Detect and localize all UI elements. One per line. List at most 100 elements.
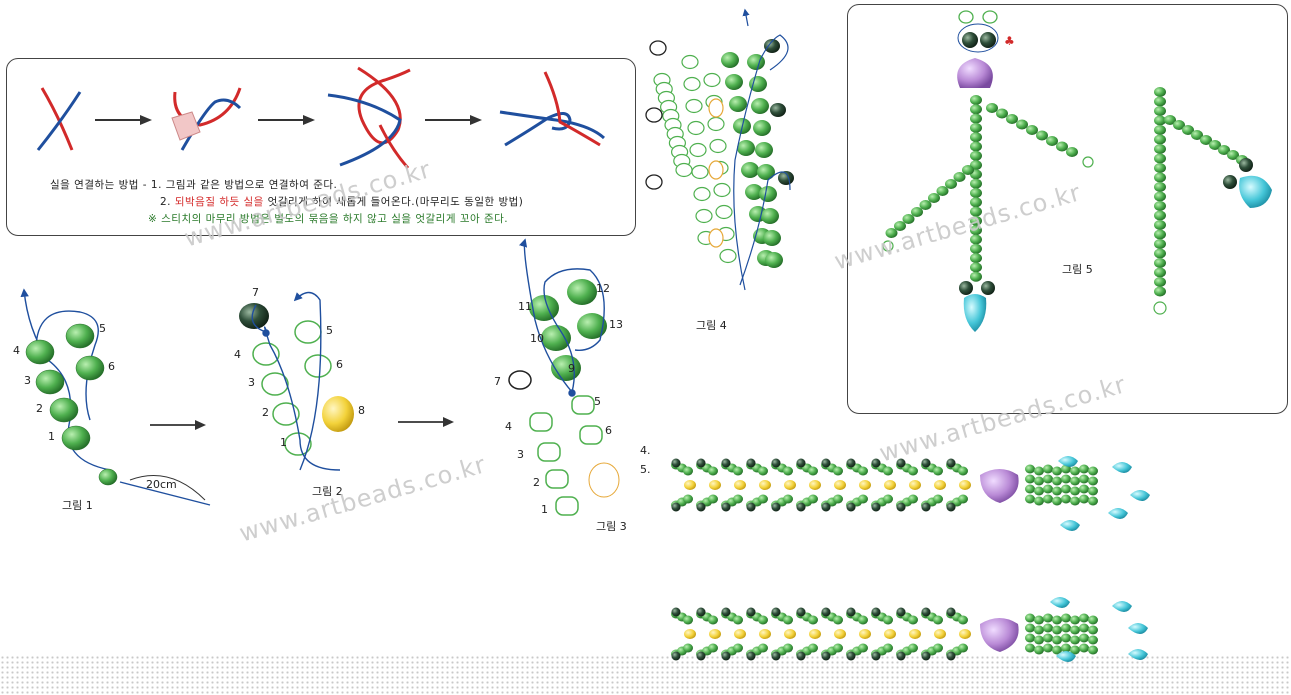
bead (1046, 136, 1058, 146)
bead (1154, 163, 1166, 173)
bead (871, 502, 881, 512)
bead (970, 178, 982, 189)
bead (708, 615, 718, 625)
bead (1173, 120, 1185, 130)
bead (833, 615, 843, 625)
bead (683, 76, 701, 92)
bead (708, 228, 724, 248)
bead (1154, 125, 1166, 135)
figure4-beads (708, 39, 794, 268)
bead (771, 458, 781, 468)
fig1-number: 4 (13, 344, 20, 357)
bead (933, 466, 943, 476)
bead (1034, 486, 1044, 496)
bead (1016, 119, 1028, 130)
leaf-bead (1112, 462, 1132, 473)
bead (725, 74, 743, 90)
bead (1034, 625, 1044, 635)
bead (1056, 141, 1068, 152)
bead (884, 480, 896, 490)
bead (1239, 158, 1253, 172)
bead (1164, 115, 1176, 125)
bead (1061, 613, 1071, 623)
fig2-number: 1 (280, 436, 287, 449)
length-label: 20cm (146, 478, 177, 491)
leaf-bead (1108, 508, 1128, 519)
bead (729, 96, 747, 112)
bead (970, 113, 982, 124)
figure3-thread (519, 238, 605, 397)
bead (834, 480, 846, 490)
bead (683, 643, 693, 653)
bead (1154, 258, 1166, 268)
bead (1088, 486, 1098, 496)
bead (1088, 496, 1098, 506)
bead (1061, 494, 1071, 504)
bead (1025, 643, 1035, 653)
bead (741, 162, 759, 178)
bead (1209, 140, 1221, 150)
bead (1227, 150, 1239, 160)
fig3-number: 10 (530, 332, 544, 345)
bead (908, 643, 918, 653)
bead (693, 186, 711, 202)
bead (671, 502, 681, 512)
bead (883, 615, 893, 625)
instruction-line-3: ※ 스티치의 마무리 방법은 별도의 묶음을 하지 않고 실을 엇갈리게 꼬아 … (148, 213, 509, 225)
bead (1061, 484, 1071, 494)
bead (1070, 486, 1080, 496)
figure3-outline-beads (529, 395, 603, 516)
bead (783, 615, 793, 625)
bead (1034, 615, 1044, 625)
bead (1154, 277, 1166, 287)
leaf-bead (1112, 601, 1132, 612)
svg-text:♣: ♣ (1004, 34, 1015, 48)
bead (721, 651, 731, 661)
bead (746, 607, 756, 617)
bead (1025, 474, 1035, 484)
bead (1070, 466, 1080, 476)
bead (894, 221, 906, 231)
bead (671, 651, 681, 661)
bead (846, 502, 856, 512)
figure4-black-outline-beads (645, 40, 667, 190)
fig3-number: 6 (605, 424, 612, 437)
figure3-bead-7 (508, 370, 532, 390)
bead (970, 234, 982, 245)
bead (902, 214, 915, 224)
bead (1079, 494, 1089, 504)
fig3-number: 4 (505, 420, 512, 433)
bead (909, 480, 921, 490)
bead (884, 629, 896, 639)
bead (1182, 125, 1194, 135)
figure5-pattern (882, 87, 1272, 332)
bead (708, 643, 718, 653)
length-bracket (129, 475, 206, 501)
bead (921, 607, 931, 617)
bead (858, 466, 868, 476)
bead (921, 651, 931, 661)
bead (1088, 466, 1098, 476)
bead (858, 494, 868, 504)
bead (696, 502, 706, 512)
bead (1153, 301, 1167, 315)
bead (1061, 633, 1071, 643)
bead (675, 162, 693, 178)
bead (1154, 134, 1166, 145)
bead (755, 142, 773, 158)
step-5-label: 5. (640, 463, 651, 476)
bead (821, 651, 831, 661)
bead (883, 494, 893, 504)
bead (859, 480, 871, 490)
bead (796, 502, 806, 512)
bead (1070, 625, 1080, 635)
bead (1079, 464, 1089, 474)
knot-step-4 (499, 71, 606, 147)
bead (691, 164, 709, 180)
bead (1025, 623, 1035, 633)
thread-connection-panel (6, 58, 636, 236)
bead (970, 197, 982, 208)
bead (1079, 633, 1089, 643)
bead (759, 629, 771, 639)
bead (683, 466, 693, 476)
